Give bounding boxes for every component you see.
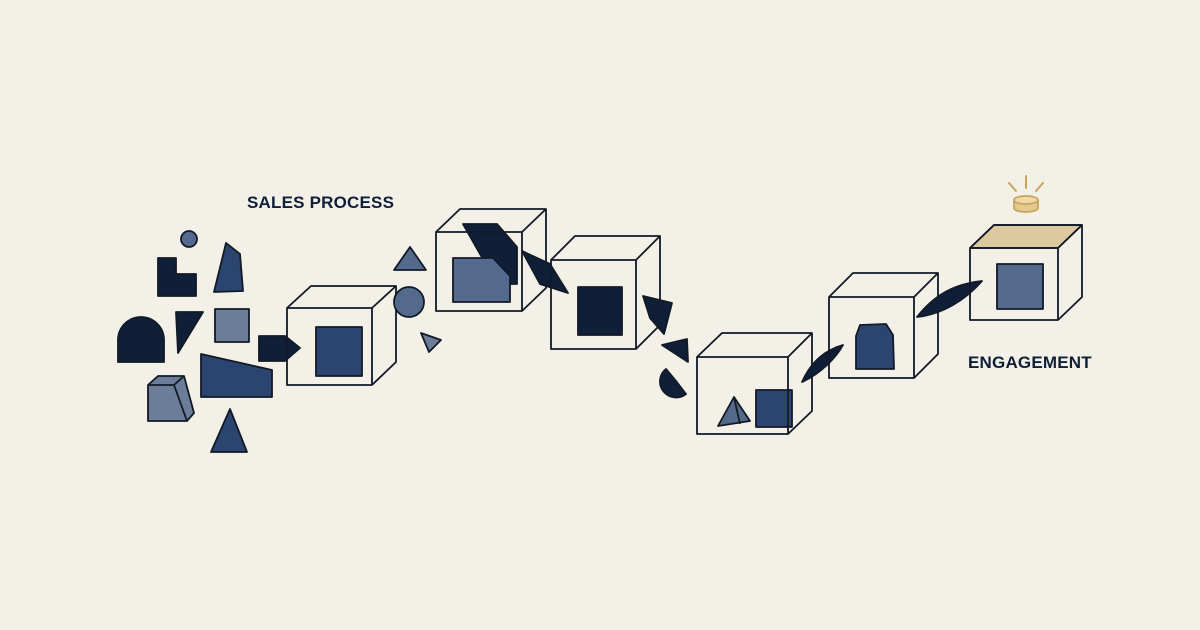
process-cube-2 [435,208,547,312]
entry-arrow-icon [258,335,301,362]
scattered-wedge-piece [175,311,204,354]
process-cube-3 [550,235,661,350]
floating-triangle-piece [393,246,427,271]
scattered-triangle-piece [210,408,248,453]
sales-process-label: SALES PROCESS [247,193,395,212]
floating-shard-piece [420,332,442,353]
sparkle-rays-icon [1008,175,1044,192]
process-cube-5 [828,272,939,379]
process-cube-1 [286,285,397,386]
connector-curve-piece [801,344,844,383]
scattered-trapezoid-piece [200,353,273,398]
gold-token-icon [1013,195,1039,213]
scattered-step-block-piece [157,257,197,297]
scattered-cube-piece-edge [148,375,188,422]
moving-shard-piece [521,250,569,294]
scattered-square-piece [214,308,250,343]
moving-crescent-piece [659,368,687,399]
scattered-sliver-piece [213,242,244,293]
process-cube-4 [696,332,813,435]
moving-wedge-piece [661,338,689,363]
connector-curve-piece [916,280,983,318]
floating-circle-piece [393,286,425,318]
process-cube-final [969,224,1083,321]
scattered-arch-piece [117,316,165,363]
moving-shard-piece [642,295,673,335]
scattered-cube-piece [147,375,195,422]
engagement-label: ENGAGEMENT [968,353,1092,372]
scattered-circle-piece [180,230,198,248]
